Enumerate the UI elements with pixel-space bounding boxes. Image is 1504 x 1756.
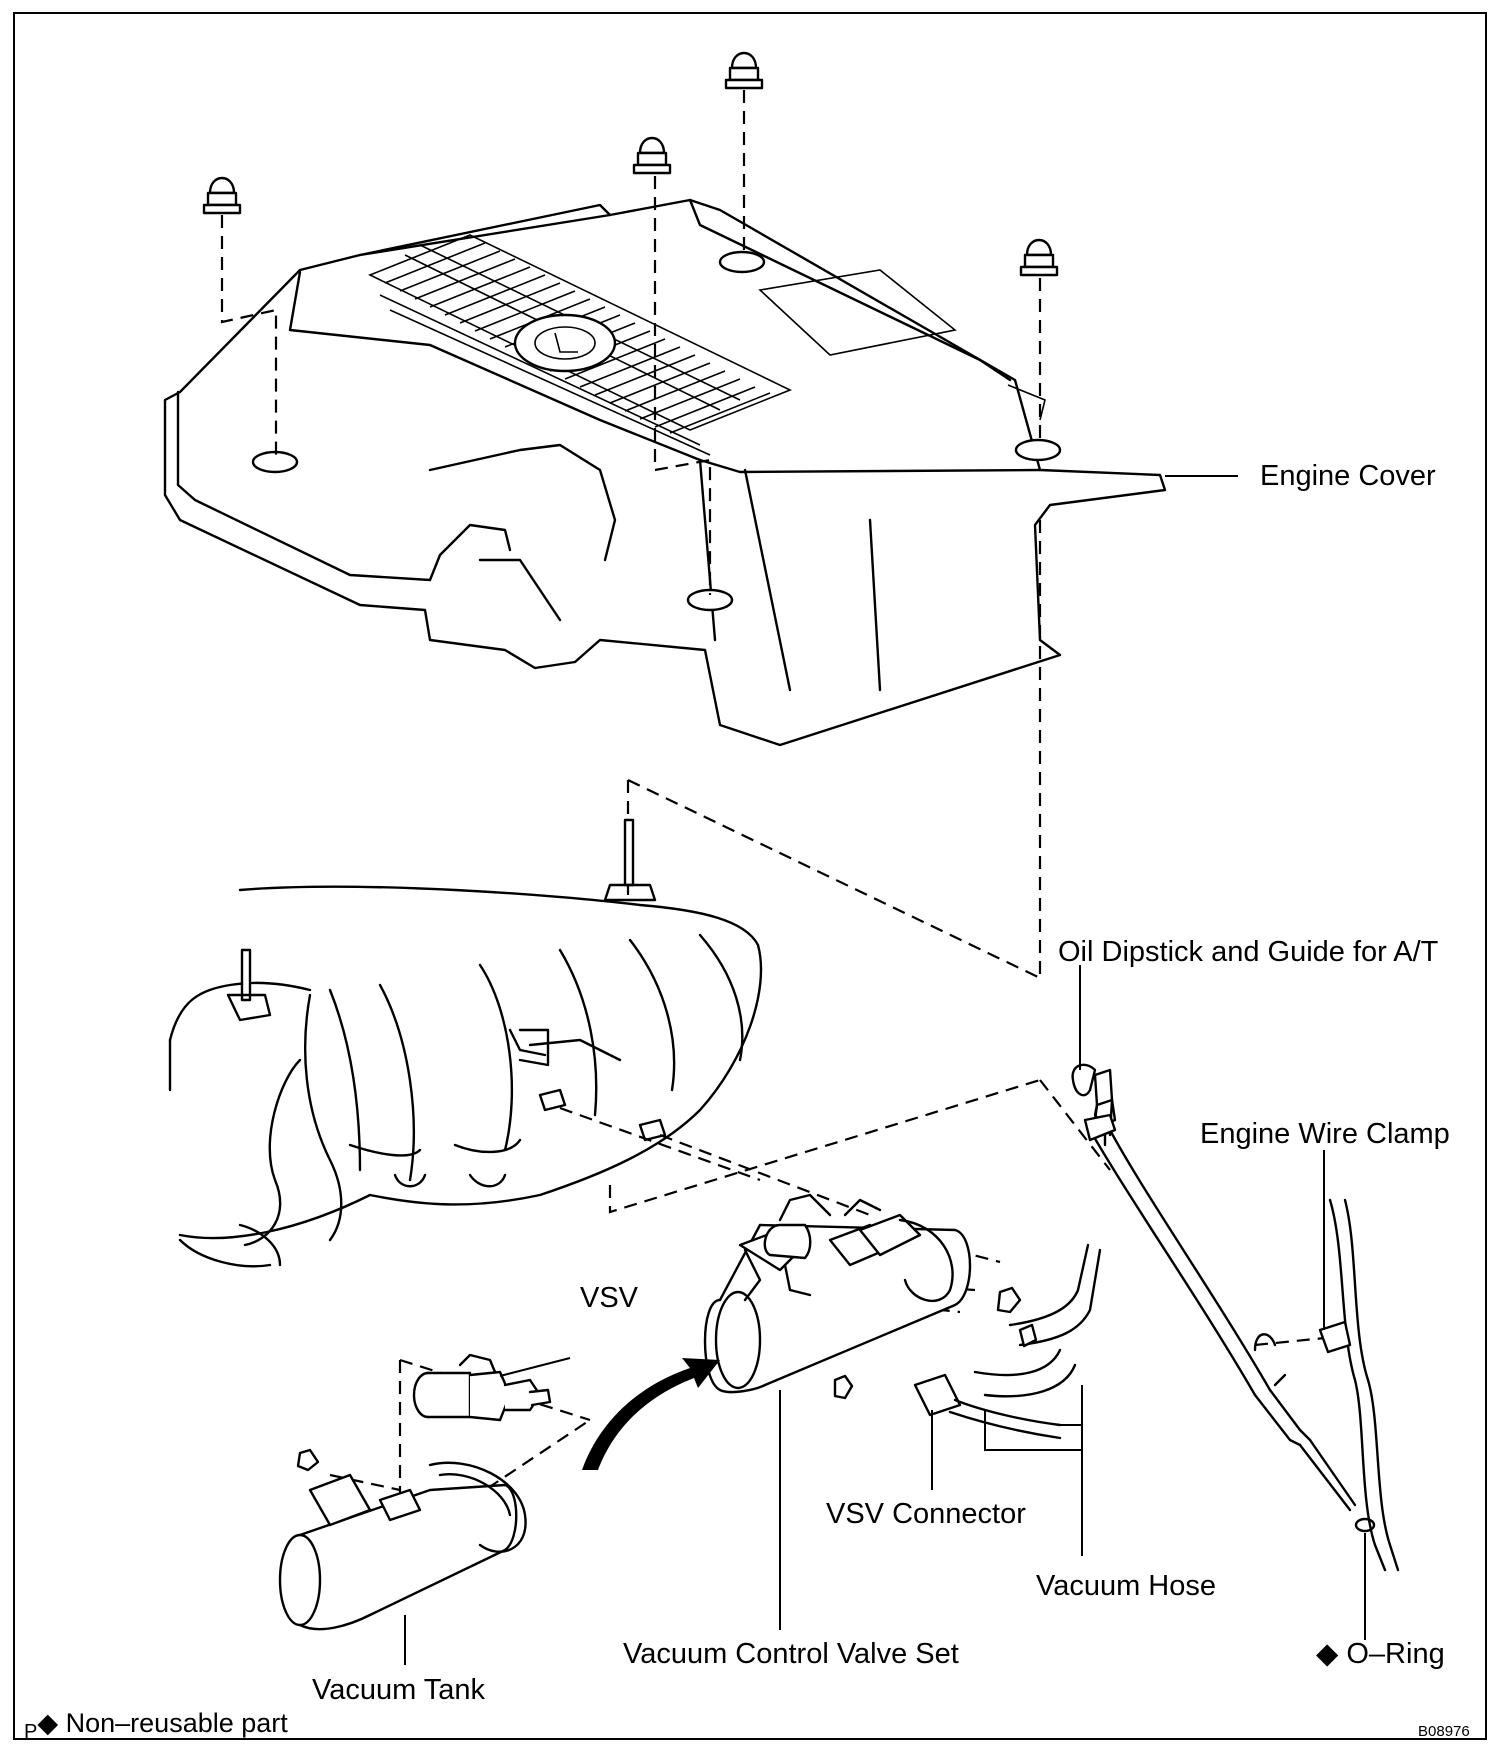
vacuum-tank-drawing bbox=[278, 1448, 527, 1631]
o-ring-text: O–Ring bbox=[1346, 1638, 1445, 1670]
engine-wire-drawing bbox=[1253, 1198, 1400, 1572]
vacuum-tank-label: Vacuum Tank bbox=[312, 1674, 486, 1706]
legend-text: Non–reusable part bbox=[65, 1708, 288, 1738]
vacuum-hoses-drawing bbox=[913, 1243, 1102, 1440]
figure-code: B08976 bbox=[1418, 1723, 1470, 1740]
vacuum-control-valve-set-label: Vacuum Control Valve Set bbox=[623, 1638, 959, 1670]
intake-manifold-drawing bbox=[168, 818, 763, 1268]
diamond-icon: ◆ bbox=[1316, 1638, 1339, 1670]
oil-dipstick-label: Oil Dipstick and Guide for A/T bbox=[1058, 936, 1439, 968]
cap-nuts bbox=[202, 51, 1059, 277]
diamond-icon: ◆ bbox=[37, 1708, 59, 1738]
leader-lines bbox=[404, 475, 1366, 1665]
o-ring-label: ◆ O–Ring bbox=[1316, 1640, 1445, 1669]
engine-cover-drawing bbox=[163, 198, 1167, 747]
vacuum-control-valve-set-drawing bbox=[703, 1098, 1117, 1400]
curved-arrow bbox=[582, 1358, 720, 1470]
vacuum-hose-label: Vacuum Hose bbox=[1036, 1570, 1216, 1602]
vsv-connector-label: VSV Connector bbox=[826, 1498, 1026, 1530]
engine-cover-label: Engine Cover bbox=[1260, 460, 1436, 492]
engine-wire-clamp-label: Engine Wire Clamp bbox=[1200, 1118, 1450, 1150]
vsv-drawing bbox=[412, 1353, 552, 1422]
vsv-label: VSV bbox=[580, 1282, 639, 1314]
legend-marker: P bbox=[24, 1721, 38, 1743]
diagram-frame bbox=[13, 12, 1487, 1740]
legend: P◆ Non–reusable part bbox=[24, 1708, 288, 1743]
